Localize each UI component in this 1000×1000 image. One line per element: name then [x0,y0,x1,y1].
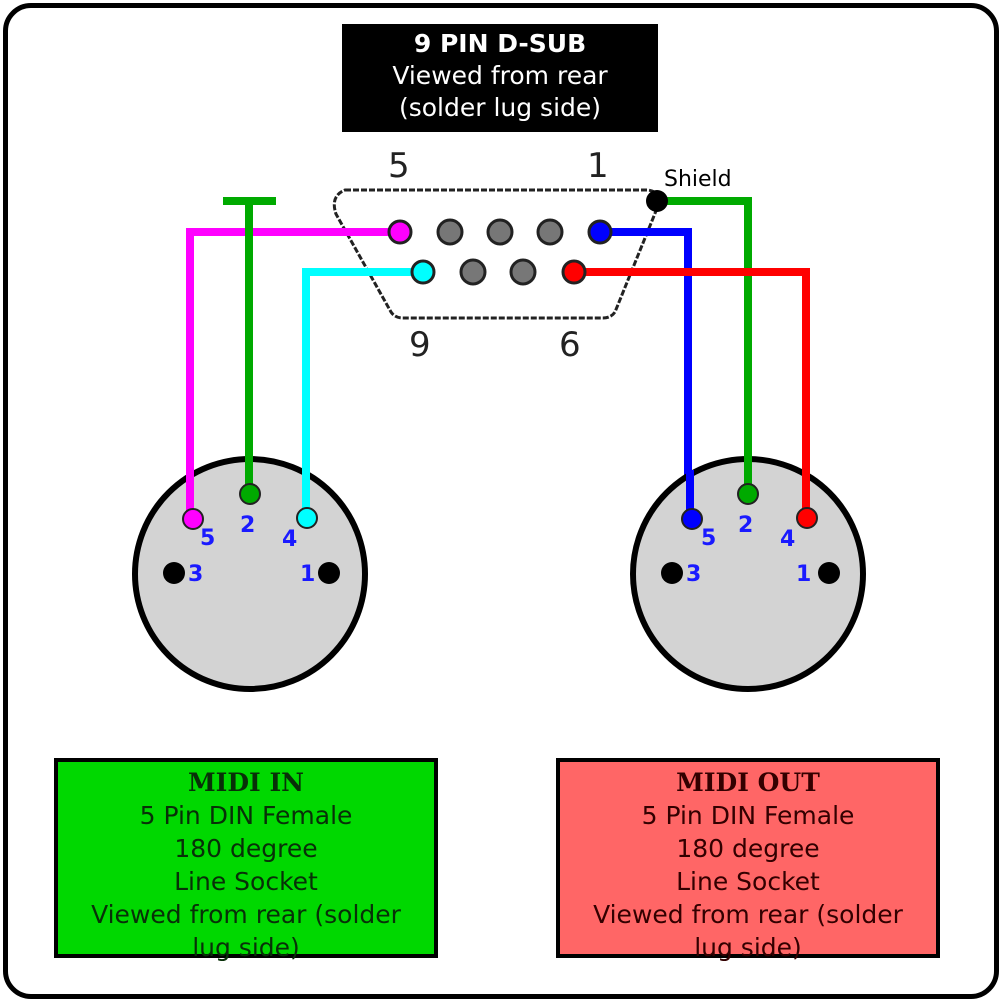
midi-in-label-3: 3 [188,562,203,587]
dsub-label-6: 6 [559,325,581,365]
midi-out-line: 5 Pin DIN Female [641,801,855,830]
shield-lug [646,190,668,212]
midi-in-line: Line Socket [174,867,318,896]
midi-out-label-5: 5 [701,526,716,551]
midi-out-label-4: 4 [780,527,795,552]
dsub-pin-5 [387,219,413,245]
midi-in-label-1: 1 [300,562,315,587]
dsub-shell [332,188,661,320]
midi-in-line: Viewed from rear (solder [91,900,401,929]
midi-in-title: MIDI IN [188,768,304,797]
midi-out-pin-4 [796,507,818,529]
midi-in-pin-5 [182,508,204,530]
midi-out-label-2: 2 [738,513,753,538]
midi-out-info-box: MIDI OUT 5 Pin DIN Female 180 degree Lin… [556,758,940,962]
midi-out-pin-5 [681,508,703,530]
midi-out-pin-3 [661,562,683,584]
wire-red [575,268,810,518]
dsub-title: 9 PIN D-SUB [413,29,587,58]
wire-blue [600,228,692,520]
midi-out-label-3: 3 [686,562,701,587]
midi-out-pin-2 [737,483,759,505]
midi-out-label-1: 1 [796,562,811,587]
midi-out-line: Viewed from rear (solder [593,900,903,929]
dsub-pin-1 [587,219,613,245]
midi-in-line: lug side) [192,933,300,962]
dsub-pin-4 [436,218,464,246]
dsub-label-1: 1 [587,146,609,186]
midi-in-pin-4 [296,507,318,529]
dsub-pin-2 [536,218,564,246]
dsub-pin-7 [509,258,537,286]
midi-in-line: 180 degree [174,834,318,863]
midi-in-label-5: 5 [200,526,215,551]
midi-in-pin-1 [318,562,340,584]
midi-in-label-2: 2 [240,513,255,538]
wire-cyan [302,268,422,518]
midi-out-line: Line Socket [676,867,820,896]
dsub-pin-8 [459,258,487,286]
midi-in-label-4: 4 [282,527,297,552]
dsub-subtitle-2: (solder lug side) [398,93,602,122]
midi-in-pin-3 [163,562,185,584]
wire-magenta [186,228,400,520]
dsub-label-9: 9 [409,325,431,365]
midi-in-line: 5 Pin DIN Female [139,801,353,830]
dsub-pin-3 [486,218,514,246]
dsub-label-5: 5 [388,146,410,186]
midi-out-line: 180 degree [676,834,820,863]
midi-in-info-box: MIDI IN 5 Pin DIN Female 180 degree Line… [54,758,438,962]
midi-in-pin-2 [239,483,261,505]
midi-out-line: lug side) [694,933,802,962]
dsub-subtitle-1: Viewed from rear [392,61,608,90]
wire-green-out [658,197,752,495]
midi-out-pin-1 [818,562,840,584]
dsub-title-box: 9 PIN D-SUB Viewed from rear (solder lug… [342,24,658,132]
midi-out-connector: 5 2 4 3 1 [630,455,866,692]
shield-label: Shield [664,167,732,192]
midi-in-connector: 5 2 4 3 1 [132,455,368,692]
dsub-pin-9 [410,259,436,285]
dsub-pin-6 [561,259,587,285]
midi-out-title: MIDI OUT [676,768,820,797]
